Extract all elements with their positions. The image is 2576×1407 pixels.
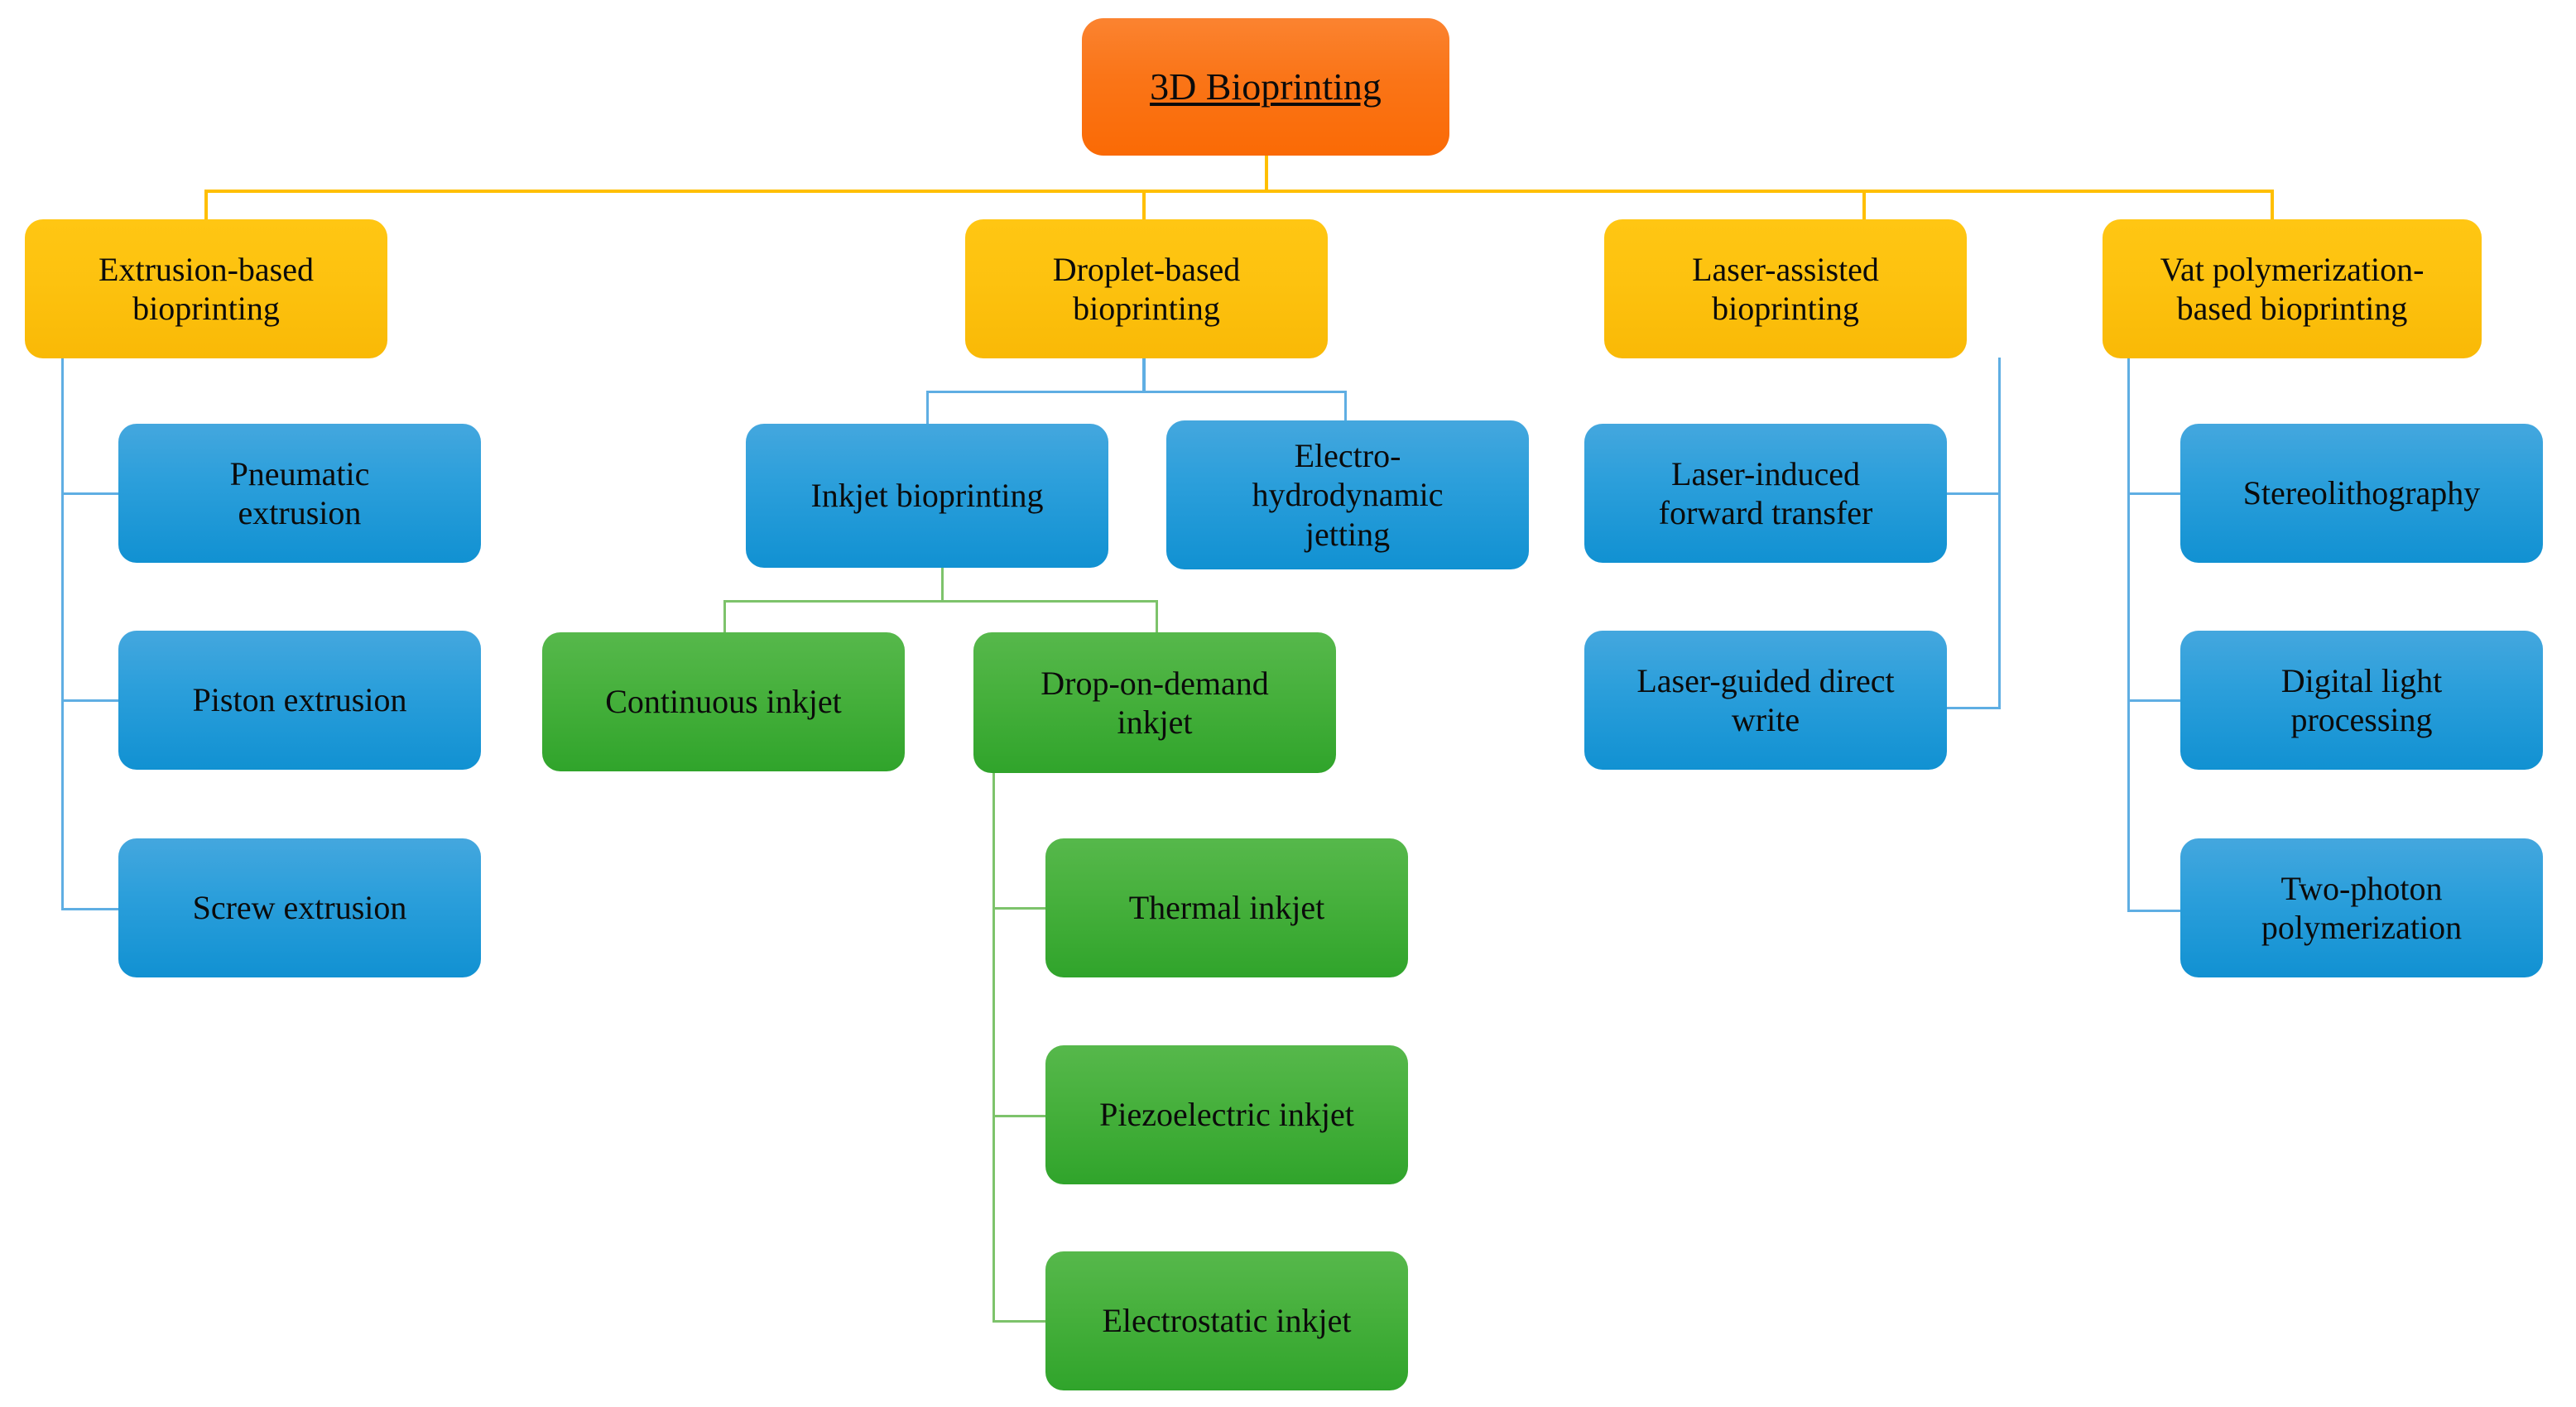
connector-droplet-bus xyxy=(926,391,1347,393)
node-laser-induced-forward-transfer[interactable]: Laser-induced forward transfer xyxy=(1584,424,1947,563)
node-droplet-based-bioprinting[interactable]: Droplet-based bioprinting xyxy=(965,219,1328,358)
node-thermal-inkjet[interactable]: Thermal inkjet xyxy=(1045,838,1408,977)
connector-root-stub xyxy=(1265,156,1268,192)
connector-extrusion-to-pneumatic xyxy=(61,492,121,495)
connector-dod-spine xyxy=(992,772,995,1323)
node-piezoelectric-inkjet[interactable]: Piezoelectric inkjet xyxy=(1045,1045,1408,1184)
connector-root-to-droplet xyxy=(1142,190,1146,221)
connector-inkjet-to-dod xyxy=(1156,600,1158,633)
node-pneumatic-extrusion[interactable]: Pneumatic extrusion xyxy=(118,424,481,563)
connector-extrusion-to-piston xyxy=(61,699,121,702)
connector-laser-to-lift xyxy=(1946,492,2001,495)
node-extrusion-based-bioprinting[interactable]: Extrusion-based bioprinting xyxy=(25,219,387,358)
connector-inkjet-bus xyxy=(723,600,1158,603)
node-root-3d-bioprinting[interactable]: 3D Bioprinting xyxy=(1082,18,1449,156)
connector-droplet-to-inkjet xyxy=(926,391,929,424)
node-electrostatic-inkjet[interactable]: Electrostatic inkjet xyxy=(1045,1251,1408,1390)
connector-dod-to-piezoelectric xyxy=(992,1115,1049,1117)
connector-vat-spine xyxy=(2127,358,2130,912)
node-vat-polymerization-based-bioprinting[interactable]: Vat polymerization- based bioprinting xyxy=(2103,219,2482,358)
connector-dod-to-thermal xyxy=(992,907,1049,910)
connector-root-to-laser xyxy=(1862,190,1866,221)
node-drop-on-demand-inkjet[interactable]: Drop-on-demand inkjet xyxy=(973,632,1336,773)
node-piston-extrusion[interactable]: Piston extrusion xyxy=(118,631,481,770)
node-inkjet-bioprinting[interactable]: Inkjet bioprinting xyxy=(746,424,1108,568)
connector-root-bus xyxy=(204,190,2274,193)
node-digital-light-processing[interactable]: Digital light processing xyxy=(2180,631,2543,770)
connector-dod-to-electrostatic xyxy=(992,1320,1049,1323)
connector-inkjet-stub xyxy=(941,568,944,601)
node-continuous-inkjet[interactable]: Continuous inkjet xyxy=(542,632,905,771)
connector-vat-to-sla xyxy=(2127,492,2182,495)
connector-vat-to-tpp xyxy=(2127,910,2182,912)
connector-root-to-extrusion xyxy=(204,190,208,221)
node-laser-guided-direct-write[interactable]: Laser-guided direct write xyxy=(1584,631,1947,770)
connector-laser-spine xyxy=(1998,358,2001,709)
node-stereolithography[interactable]: Stereolithography xyxy=(2180,424,2543,563)
connector-droplet-to-ehd xyxy=(1344,391,1347,424)
connector-inkjet-to-continuous xyxy=(723,600,726,633)
node-two-photon-polymerization[interactable]: Two-photon polymerization xyxy=(2180,838,2543,977)
connector-laser-to-lgdw xyxy=(1946,707,2001,709)
node-electrohydrodynamic-jetting[interactable]: Electro- hydrodynamic jetting xyxy=(1166,420,1529,569)
connector-extrusion-to-screw xyxy=(61,908,121,910)
node-screw-extrusion[interactable]: Screw extrusion xyxy=(118,838,481,977)
connector-droplet-stub xyxy=(1142,358,1146,392)
connector-root-to-vat xyxy=(2271,190,2274,221)
node-laser-assisted-bioprinting[interactable]: Laser-assisted bioprinting xyxy=(1604,219,1967,358)
connector-extrusion-spine xyxy=(61,358,64,910)
connector-vat-to-dlp xyxy=(2127,699,2182,702)
